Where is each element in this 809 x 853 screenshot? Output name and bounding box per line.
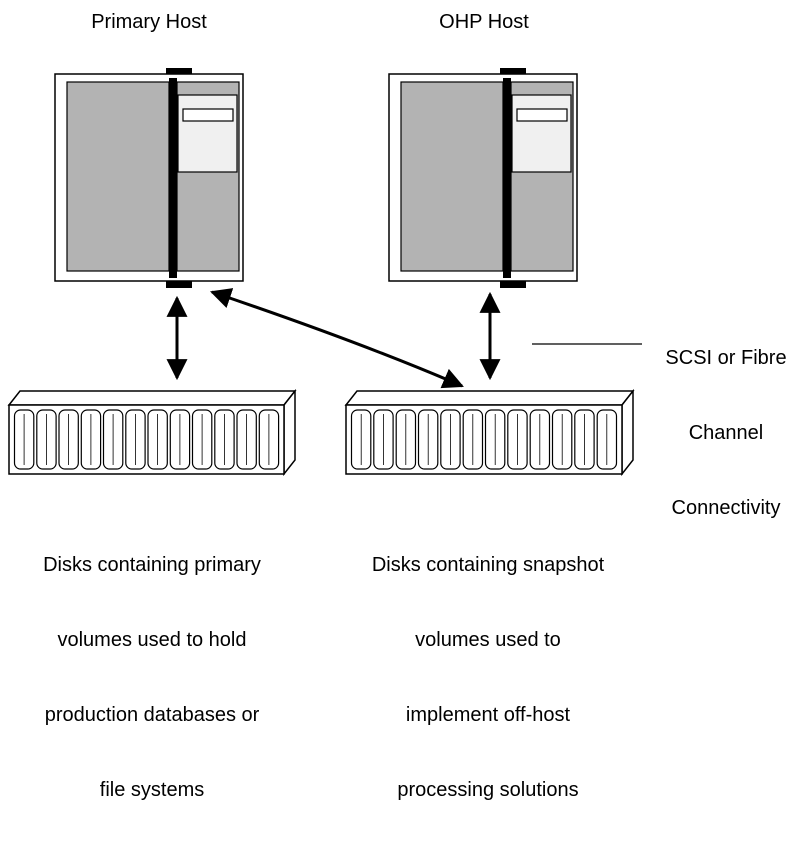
- caption-line: implement off-host: [405, 704, 571, 726]
- caption-line: processing solutions: [397, 779, 579, 801]
- primary-host-server-icon: [54, 68, 244, 288]
- connectivity-label: SCSI or Fibre Channel Connectivity: [644, 296, 808, 571]
- primary-disks-caption: Disks containing primary volumes used to…: [2, 503, 302, 853]
- diagram-graphics: [7, 68, 642, 477]
- snapshot-disk-array-icon: [344, 388, 635, 477]
- connectivity-label-line: Channel: [688, 422, 764, 444]
- primary-disk-array-icon: [7, 388, 297, 477]
- cross-connection-arrow: [210, 288, 464, 389]
- caption-line: Disks containing primary: [43, 554, 261, 576]
- ohp-host-label: OHP Host: [439, 11, 529, 33]
- connectivity-label-line: Connectivity: [671, 497, 781, 519]
- caption-line: production databases or: [44, 704, 260, 726]
- caption-line: volumes used to hold: [57, 629, 247, 651]
- caption-line: file systems: [99, 779, 205, 801]
- ohp-host-server-icon: [388, 68, 578, 288]
- snapshot-disks-caption: Disks containing snapshot volumes used t…: [338, 503, 638, 853]
- caption-line: Disks containing snapshot: [371, 554, 605, 576]
- caption-line: volumes used to: [415, 629, 561, 651]
- diagram: Primary Host OHP Host SCSI or Fibre Chan…: [7, 11, 808, 801]
- primary-host-label: Primary Host: [91, 11, 207, 33]
- connectivity-label-line: SCSI or Fibre: [665, 347, 787, 369]
